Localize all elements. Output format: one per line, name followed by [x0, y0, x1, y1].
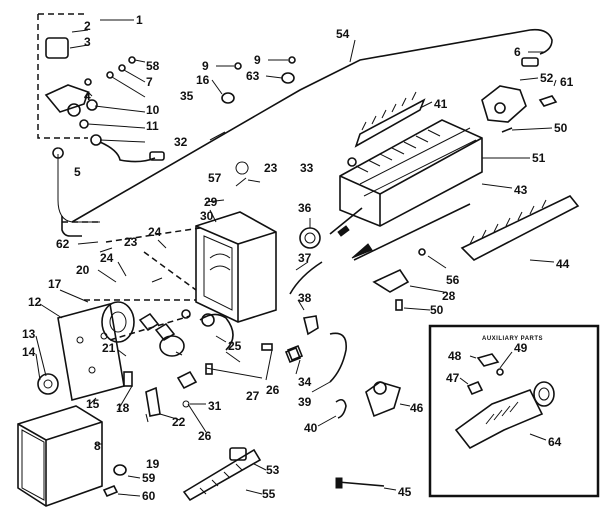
part-label-25: 25 — [228, 339, 242, 353]
lower-center-parts — [182, 332, 411, 502]
part-label-7: 7 — [146, 75, 153, 89]
part-label-60: 60 — [142, 489, 156, 503]
part-label-15: 15 — [86, 397, 100, 411]
part-label-23b: 23 — [124, 235, 138, 249]
front-cover-8 — [17, 405, 141, 507]
fill-tube-54 — [61, 28, 553, 237]
part-label-49: 49 — [514, 341, 528, 355]
part-label-44: 44 — [556, 257, 570, 271]
part-label-26a: 26 — [266, 383, 280, 397]
part-label-36: 36 — [298, 201, 312, 215]
part-label-59: 59 — [142, 471, 156, 485]
part-label-16: 16 — [196, 73, 210, 87]
part-label-37: 37 — [298, 251, 312, 265]
part-label-2: 2 — [84, 19, 91, 33]
part-label-40: 40 — [304, 421, 318, 435]
part-label-12: 12 — [28, 295, 42, 309]
auxiliary-parts-box — [428, 324, 600, 498]
part-label-57: 57 — [208, 171, 222, 185]
part-label-52: 52 — [540, 71, 554, 85]
part-label-53: 53 — [266, 463, 280, 477]
part-label-63: 63 — [246, 69, 260, 83]
part-label-38: 38 — [298, 291, 312, 305]
part-label-8: 8 — [94, 439, 101, 453]
part-label-56: 56 — [446, 273, 460, 287]
control-housing — [195, 161, 323, 336]
part-label-28: 28 — [442, 289, 456, 303]
part-label-27: 27 — [246, 389, 260, 403]
part-label-3: 3 — [84, 35, 91, 49]
valve-assembly-group — [37, 13, 165, 223]
part-label-6: 6 — [514, 45, 521, 59]
part-label-20: 20 — [76, 263, 90, 277]
part-label-43: 43 — [514, 183, 528, 197]
part-label-26b: 26 — [198, 429, 212, 443]
part-label-21: 21 — [102, 341, 116, 355]
leaders-housing — [205, 131, 311, 311]
part-label-39: 39 — [298, 395, 312, 409]
part-label-19: 19 — [146, 457, 160, 471]
water-fitting-parts — [481, 51, 558, 133]
part-label-13: 13 — [22, 327, 36, 341]
part-label-51: 51 — [532, 151, 546, 165]
part-label-23a: 23 — [264, 161, 278, 175]
leaders-top-left — [69, 19, 146, 143]
part-label-46: 46 — [410, 401, 424, 415]
part-label-29: 29 — [204, 195, 218, 209]
part-label-24a: 24 — [148, 225, 162, 239]
part-label-41: 41 — [434, 97, 448, 111]
auxiliary-parts-title: AUXILIARY PARTS — [482, 336, 543, 342]
part-label-50a: 50 — [554, 121, 568, 135]
part-label-30: 30 — [200, 209, 214, 223]
part-label-32: 32 — [174, 135, 188, 149]
part-label-55: 55 — [262, 487, 276, 501]
part-label-61: 61 — [560, 75, 574, 89]
leaders-tray — [419, 101, 530, 189]
part-label-54: 54 — [336, 27, 350, 41]
part-label-33: 33 — [300, 161, 314, 175]
bracket-parts-lower-right — [372, 248, 447, 311]
part-label-4: 4 — [84, 89, 91, 103]
part-label-22: 22 — [172, 415, 186, 429]
part-label-1: 1 — [136, 13, 143, 27]
part-label-18: 18 — [116, 401, 130, 415]
part-label-48: 48 — [448, 349, 462, 363]
part-label-9b: 9 — [254, 53, 261, 67]
part-label-50b: 50 — [430, 303, 444, 317]
part-label-14: 14 — [22, 345, 36, 359]
part-label-24b: 24 — [100, 251, 114, 265]
small-parts-top-center — [211, 56, 296, 104]
part-label-35: 35 — [180, 89, 194, 103]
part-label-58: 58 — [146, 59, 160, 73]
stripper-44 — [460, 195, 580, 263]
part-label-17: 17 — [48, 277, 62, 291]
part-labels: 1 2 3 4 5 6 7 8 9 9 10 11 12 13 14 15 16… — [22, 13, 574, 503]
leaders-mid-left — [35, 239, 273, 433]
part-label-64: 64 — [548, 435, 562, 449]
part-label-34: 34 — [298, 375, 312, 389]
part-label-45: 45 — [398, 485, 412, 499]
motor-and-cam-parts — [37, 247, 302, 417]
part-label-9a: 9 — [202, 59, 209, 73]
part-label-62: 62 — [56, 237, 70, 251]
part-label-47: 47 — [446, 371, 460, 385]
part-label-31: 31 — [208, 399, 222, 413]
ice-mold-tray — [329, 91, 483, 261]
part-label-5: 5 — [74, 165, 81, 179]
part-label-11: 11 — [146, 119, 159, 133]
part-label-10: 10 — [146, 103, 160, 117]
